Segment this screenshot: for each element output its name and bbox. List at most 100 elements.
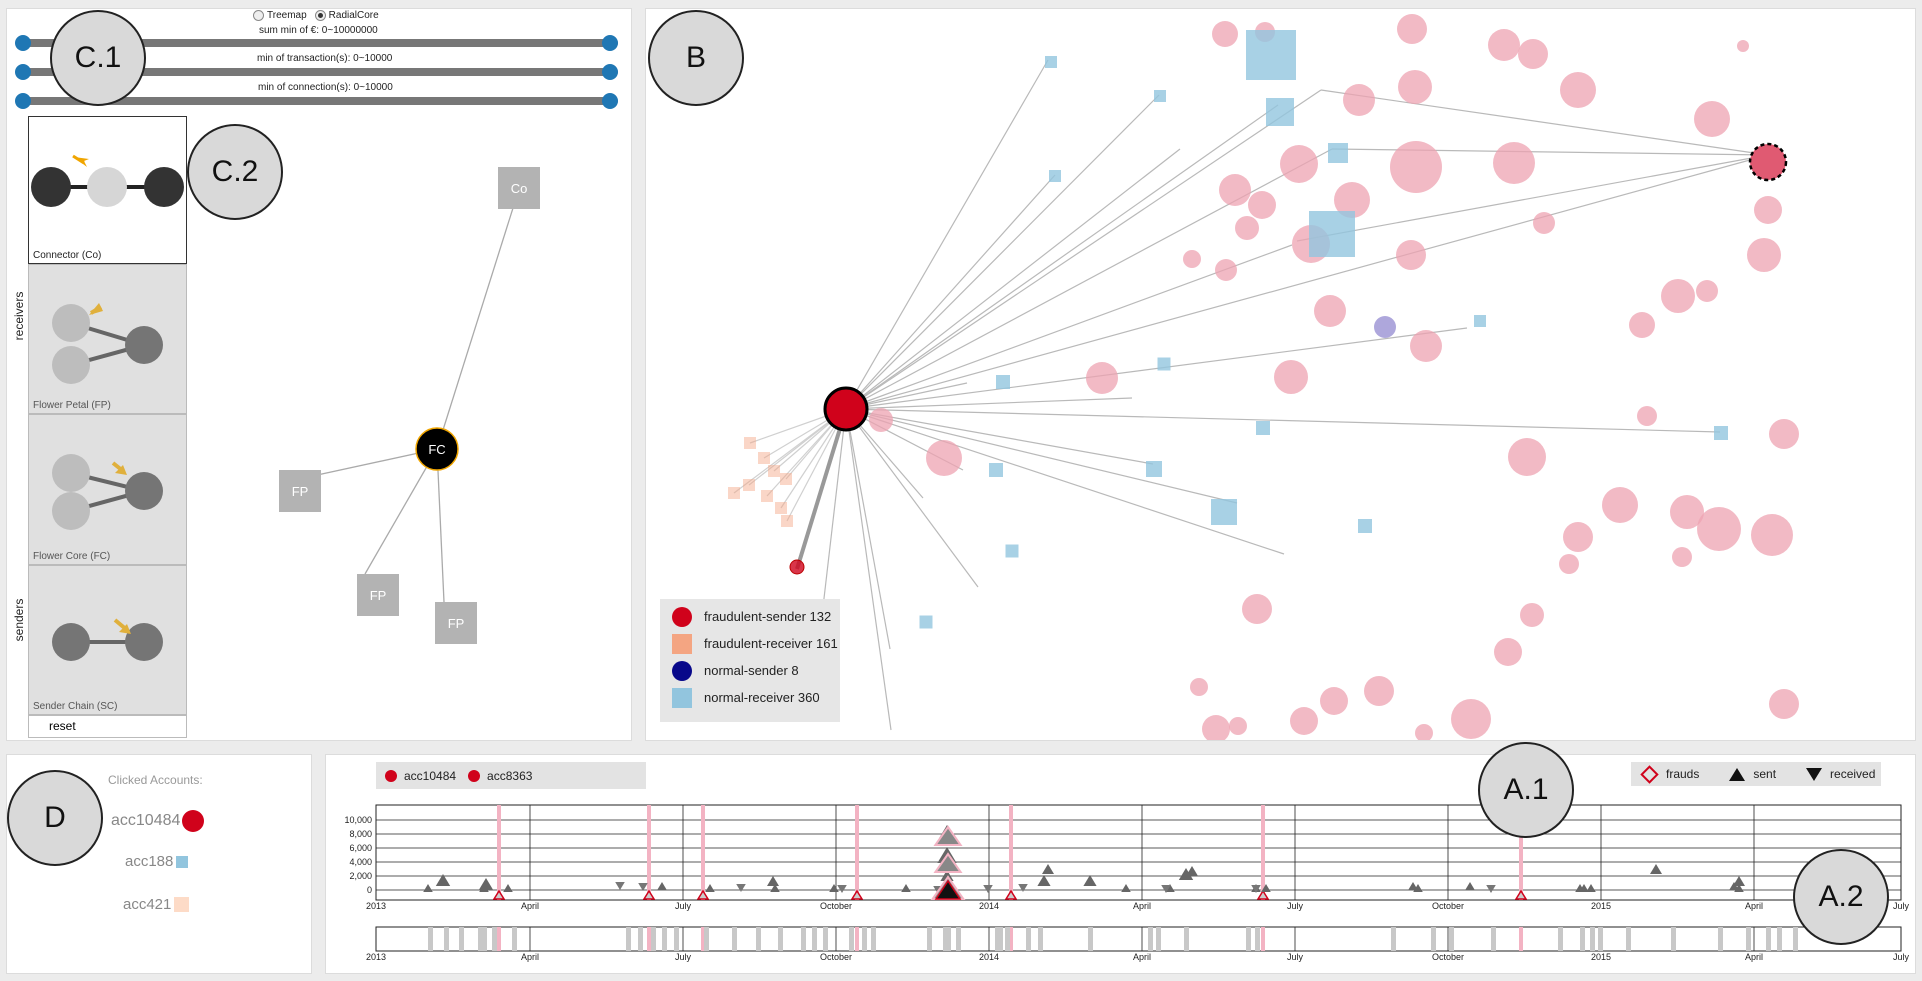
account-node[interactable]	[780, 473, 792, 485]
motif-flower-core[interactable]: Flower Core (FC)	[28, 414, 187, 565]
radio-treemap[interactable]: Treemap	[253, 10, 307, 21]
received-transaction-marker[interactable]	[837, 885, 847, 893]
account-node[interactable]	[1045, 56, 1057, 68]
sent-transaction-marker[interactable]	[435, 874, 451, 886]
motif-flower-petal[interactable]: Flower Petal (FP)	[28, 264, 187, 414]
motif-sender-chain[interactable]: Sender Chain (SC)	[28, 565, 187, 715]
account-node[interactable]	[1518, 39, 1548, 69]
sent-transaction-marker[interactable]	[1261, 884, 1271, 892]
slider-connections-min-handle[interactable]	[15, 93, 31, 109]
account-node[interactable]	[1086, 362, 1118, 394]
account-node[interactable]	[1714, 426, 1728, 440]
account-node[interactable]	[1396, 240, 1426, 270]
account-node[interactable]	[996, 375, 1010, 389]
clicked-account-item[interactable]: acc10484	[111, 810, 205, 832]
account-node[interactable]	[1737, 40, 1749, 52]
account-node[interactable]	[1146, 461, 1162, 477]
account-node[interactable]	[1280, 145, 1318, 183]
fraud-marker[interactable]	[696, 889, 710, 900]
account-node[interactable]	[1697, 507, 1741, 551]
motif-node-fp[interactable]: FP	[435, 602, 477, 644]
slider-connections-track[interactable]	[23, 97, 618, 105]
motif-connector[interactable]: Connector (Co)	[28, 116, 187, 264]
account-node[interactable]	[1248, 191, 1276, 219]
received-transaction-marker[interactable]	[615, 882, 625, 890]
received-transaction-marker[interactable]	[638, 883, 648, 891]
account-node[interactable]	[919, 615, 933, 629]
account-node[interactable]	[768, 465, 780, 477]
sent-transaction-marker[interactable]	[705, 884, 715, 892]
account-node[interactable]	[1334, 182, 1370, 218]
account-node[interactable]	[1343, 84, 1375, 116]
clicked-account-item[interactable]: acc188	[125, 853, 189, 870]
sent-transaction-marker[interactable]	[1733, 876, 1745, 886]
account-node[interactable]	[1494, 638, 1522, 666]
sent-transaction-marker[interactable]	[1037, 875, 1051, 886]
slider-sum-min-handle[interactable]	[15, 35, 31, 51]
sent-transaction-marker[interactable]	[1650, 864, 1662, 874]
fraud-marker[interactable]	[1514, 889, 1528, 900]
sent-transaction-marker[interactable]	[1042, 864, 1054, 874]
sent-transaction-marker[interactable]	[901, 884, 911, 892]
fraud-marker[interactable]	[642, 889, 656, 900]
sent-transaction-marker[interactable]	[1586, 884, 1596, 892]
sent-transaction-marker[interactable]	[1413, 884, 1423, 892]
account-node[interactable]	[1157, 357, 1171, 371]
account-node[interactable]	[743, 479, 755, 491]
account-node[interactable]	[1563, 522, 1593, 552]
fraud-marker[interactable]	[850, 889, 864, 900]
account-node[interactable]	[1211, 499, 1237, 525]
account-node[interactable]	[1751, 514, 1793, 556]
account-node[interactable]	[1005, 544, 1019, 558]
clicked-account-item[interactable]: acc421	[123, 896, 190, 913]
account-node[interactable]	[1374, 316, 1396, 338]
sent-transaction-marker[interactable]	[940, 870, 954, 881]
account-node[interactable]	[1560, 72, 1596, 108]
sent-transaction-marker[interactable]	[479, 884, 489, 892]
account-node[interactable]	[1049, 170, 1061, 182]
motif-node-co[interactable]: Co	[498, 167, 540, 209]
account-node[interactable]	[1754, 196, 1782, 224]
account-node[interactable]	[1474, 315, 1486, 327]
sent-transaction-marker[interactable]	[657, 882, 667, 890]
account-node[interactable]	[869, 408, 893, 432]
account-node[interactable]	[1696, 280, 1718, 302]
sent-transaction-marker[interactable]	[1734, 884, 1744, 892]
sent-transaction-marker[interactable]	[1121, 884, 1131, 892]
account-node[interactable]	[1390, 141, 1442, 193]
fraud-marker[interactable]	[1256, 889, 1270, 900]
motif-node-fp[interactable]: FP	[357, 574, 399, 616]
account-node[interactable]	[761, 490, 773, 502]
account-node[interactable]	[1328, 143, 1348, 163]
account-node[interactable]	[1219, 174, 1251, 206]
account-node[interactable]	[1266, 98, 1294, 126]
motif-node-fc[interactable]: FC	[415, 427, 459, 471]
account-node[interactable]	[1364, 676, 1394, 706]
account-node[interactable]	[1520, 603, 1544, 627]
fraud-transaction-marker[interactable]	[933, 852, 963, 873]
account-node[interactable]	[1747, 238, 1781, 272]
account-node[interactable]	[1246, 30, 1296, 80]
legend-normal-receiver[interactable]: normal-receiver 360	[660, 684, 840, 711]
motif-node-fp[interactable]: FP	[279, 470, 321, 512]
received-transaction-marker[interactable]	[1486, 885, 1496, 893]
account-node[interactable]	[1274, 360, 1308, 394]
legend-fraudulent-receiver[interactable]: fraudulent-receiver 161	[660, 630, 840, 657]
received-transaction-marker[interactable]	[983, 885, 993, 893]
received-transaction-marker[interactable]	[1161, 885, 1171, 893]
account-node[interactable]	[1769, 689, 1799, 719]
fraud-marker[interactable]	[492, 889, 506, 900]
slider-transactions-track[interactable]	[23, 68, 618, 76]
account-node[interactable]	[1769, 419, 1799, 449]
account-node[interactable]	[1314, 295, 1346, 327]
account-node[interactable]	[1694, 101, 1730, 137]
account-node[interactable]	[758, 452, 770, 464]
account-node[interactable]	[781, 515, 793, 527]
sent-transaction-marker[interactable]	[1579, 884, 1589, 892]
selected-account-node[interactable]	[1748, 142, 1788, 182]
account-node[interactable]	[1493, 142, 1535, 184]
account-node[interactable]	[1508, 438, 1546, 476]
account-node[interactable]	[1397, 14, 1427, 44]
account-node[interactable]	[728, 487, 740, 499]
account-node[interactable]	[1629, 312, 1655, 338]
